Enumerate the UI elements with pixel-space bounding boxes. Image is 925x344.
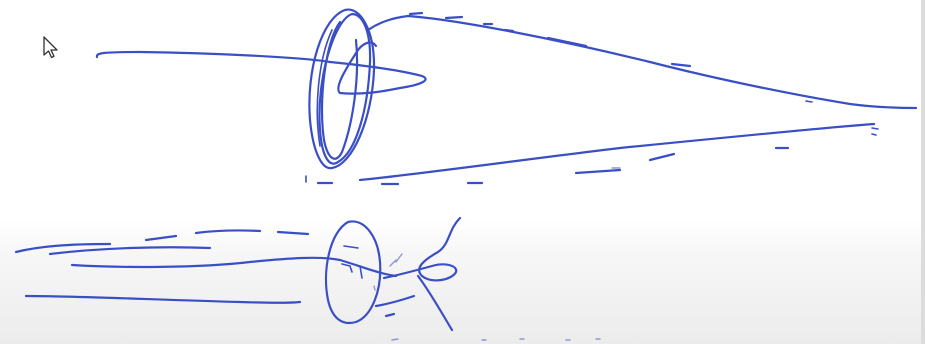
upper-sketch xyxy=(97,10,916,184)
lower-ray-1 xyxy=(72,258,396,276)
cursor-pointer-icon xyxy=(44,37,57,58)
lower-converging-ray xyxy=(360,124,874,180)
upper-converging-ray xyxy=(368,16,916,108)
incoming-ray-stroke xyxy=(97,43,426,94)
lower-lens-oval xyxy=(326,221,380,323)
lower-exit-curve xyxy=(384,218,460,280)
lower-sketch xyxy=(16,218,460,330)
lower-ray-2 xyxy=(26,296,300,303)
faint-marks xyxy=(392,339,600,340)
